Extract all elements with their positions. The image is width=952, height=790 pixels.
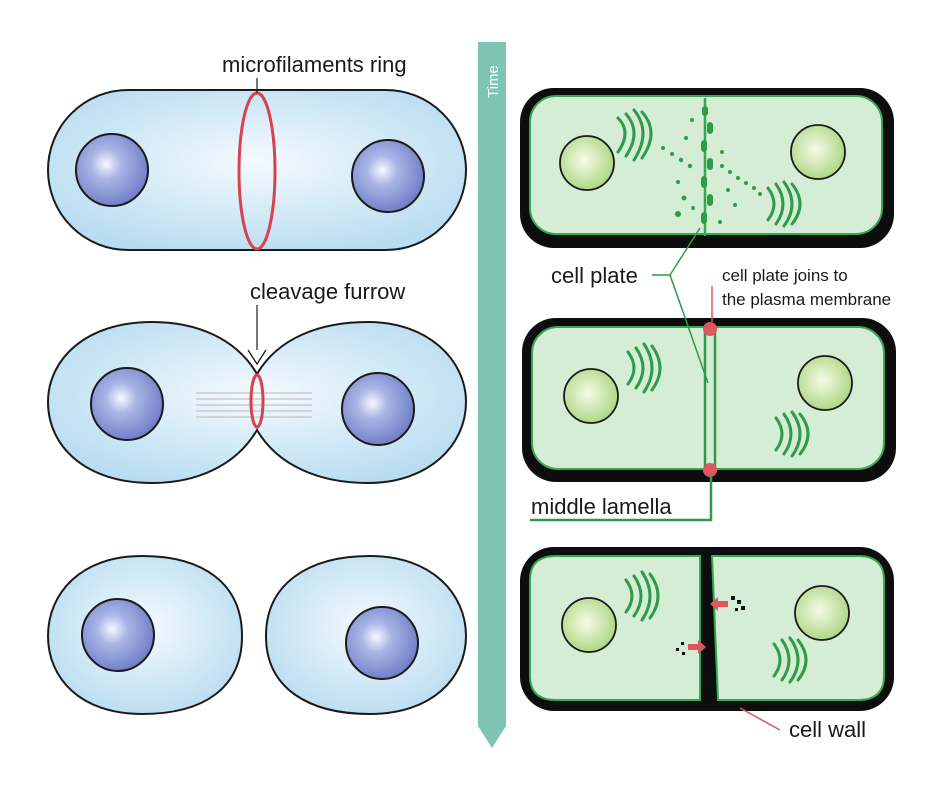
- cleavage-furrow-pointer: [247, 349, 267, 366]
- plant-nucleus-icon: [797, 355, 853, 411]
- golgi-icon: [772, 636, 808, 684]
- animal-cell-stage-1: microfilaments ring: [47, 52, 467, 251]
- golgi-icon: [626, 342, 662, 394]
- middle-lamella-plate: [703, 326, 717, 471]
- nucleus-icon: [81, 598, 155, 672]
- golgi-icon: [624, 570, 660, 622]
- nucleus-icon: [90, 367, 164, 441]
- contractile-ring-icon: [249, 373, 265, 429]
- nucleus-icon: [351, 139, 425, 213]
- join-marker-top: [703, 322, 717, 336]
- cell-wall-leader: [739, 707, 781, 731]
- secretory-vesicles: [676, 596, 745, 655]
- plant-cell-stage-2: [522, 318, 896, 482]
- spindle-fibers: [196, 392, 312, 418]
- middle-lamella-annotation: middle lamella: [530, 476, 713, 522]
- cell-wall-label: cell wall: [789, 717, 866, 742]
- time-arrow-shape: [478, 42, 506, 748]
- plant-nucleus-icon: [559, 135, 615, 191]
- plant-nucleus-icon: [794, 585, 850, 641]
- golgi-icon: [616, 108, 653, 162]
- time-arrow: Time: [478, 42, 506, 748]
- animal-cell-stage-3: [46, 554, 468, 716]
- cell-plate-joins-label-line1: cell plate joins to: [722, 266, 848, 285]
- middle-lamella-leader: [530, 476, 713, 522]
- animal-cell-2-body: [46, 320, 468, 485]
- golgi-icon: [774, 410, 810, 458]
- cell-plate-leader: [669, 274, 709, 384]
- plant-cell-stage-3: [520, 547, 894, 711]
- cell-plate-label: cell plate: [551, 263, 638, 288]
- golgi-icon: [766, 180, 802, 228]
- vesicle-arrow-icon: [688, 640, 706, 654]
- middle-lamella-label: middle lamella: [531, 494, 672, 519]
- plant-cell-stage-1: [520, 88, 894, 248]
- cell-plate-joins-annotation: cell plate joins to the plasma membrane: [711, 266, 891, 322]
- join-marker-bottom: [703, 463, 717, 477]
- microfilaments-ring-label: microfilaments ring: [222, 52, 407, 77]
- nucleus-icon: [75, 133, 149, 207]
- animal-cell-stage-2: cleavage furrow: [46, 279, 468, 485]
- cell-wall-annotation: cell wall: [739, 707, 866, 742]
- cleavage-furrow-label: cleavage furrow: [250, 279, 405, 304]
- cell-plate-joins-label-line2: the plasma membrane: [722, 290, 891, 309]
- cell-plate-vesicles: [661, 106, 762, 224]
- plant-nucleus-icon: [790, 124, 846, 180]
- time-label: Time: [485, 65, 502, 98]
- cell-plate-annotation: cell plate: [551, 227, 709, 384]
- vesicle-arrow-icon: [710, 597, 728, 611]
- plant-cell-3-right-cytoplasm: [710, 555, 885, 701]
- nucleus-icon: [345, 606, 419, 680]
- plant-nucleus-icon: [563, 368, 619, 424]
- nucleus-icon: [341, 372, 415, 446]
- plant-nucleus-icon: [561, 597, 617, 653]
